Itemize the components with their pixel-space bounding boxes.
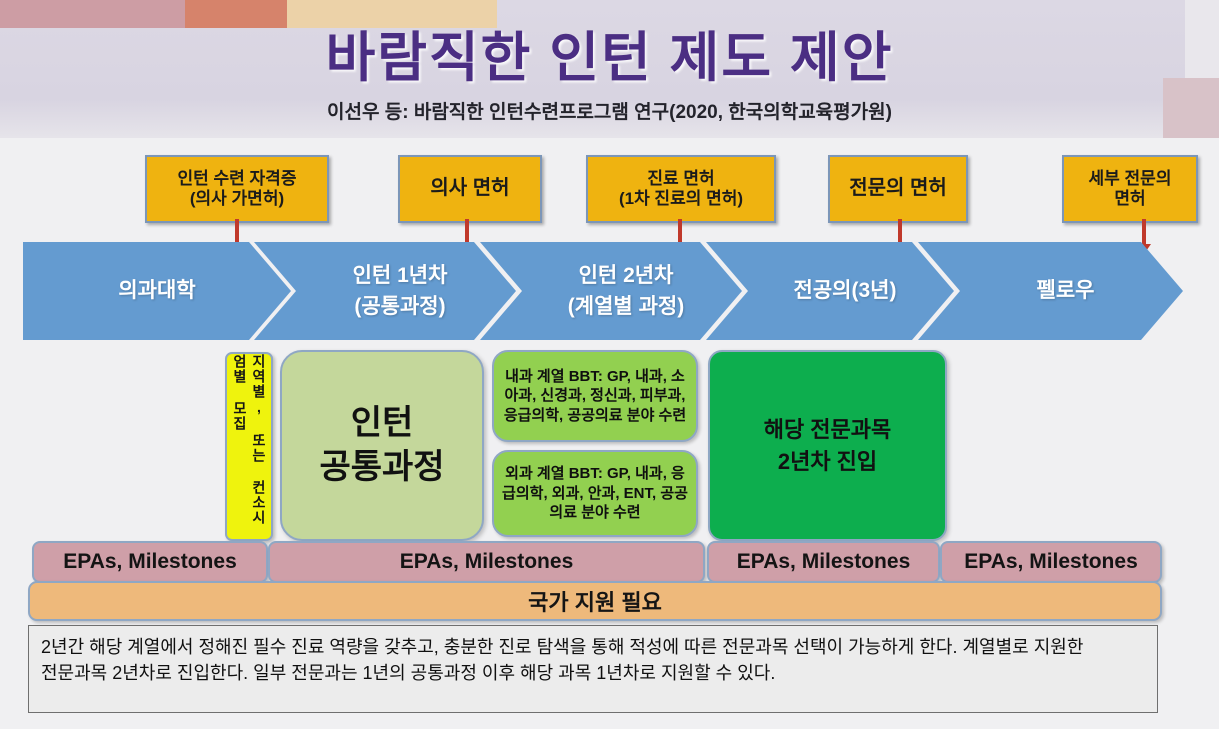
intern-common-course-label: 인턴 공통과정: [319, 402, 444, 489]
stage-chevron-2: 인턴 1년차 (공통과정): [254, 242, 516, 340]
internal-medicine-track-box: 내과 계열 BBT: GP, 내과, 소아과, 신경과, 정신과, 피부과, 응…: [492, 350, 698, 442]
decor-corner-light: [1185, 0, 1219, 78]
license-line-2: (1차 진료의 면허): [618, 189, 744, 208]
stage-label: 인턴 1년차 (공통과정): [323, 260, 448, 323]
slide-title: 바람직한 인턴 제도 제안: [325, 28, 894, 88]
down-arrow-2-icon: [460, 219, 474, 254]
license-box-2: 의사 면허: [398, 155, 542, 223]
down-arrow-5-icon: [1137, 219, 1151, 254]
stage-line-2: (계열별 과정): [567, 295, 685, 318]
license-line-1: 진료 면허: [647, 168, 715, 188]
stage-chevron-1: 의과대학: [23, 242, 291, 340]
common-course-line-1: 인턴: [350, 403, 414, 442]
license-box-3: 진료 면허(1차 진료의 면허): [586, 155, 776, 223]
license-line-1: 인턴 수련 자격증: [177, 168, 297, 188]
license-box-label: 전문의 면허: [845, 177, 951, 201]
slide-subtitle: 이선우 등: 바람직한 인턴수련프로그램 연구(2020, 한국의학교육평가원): [327, 102, 892, 123]
regional-recruitment-box: 지역별, 또는 컨소시엄별 모집: [225, 352, 273, 541]
license-box-4: 전문의 면허: [828, 155, 968, 223]
license-line-1: 의사 면허: [430, 177, 510, 200]
stage-line-2: (공통과정): [354, 295, 446, 318]
surgical-track-box: 외과 계열 BBT: GP, 내과, 응급의학, 외과, 안과, ENT, 공공…: [492, 450, 698, 537]
epa-milestones-box-1: EPAs, Milestones: [32, 541, 268, 583]
down-arrow-4-icon: [893, 219, 907, 254]
stage-line-1: 인턴 2년차: [578, 263, 674, 287]
specialty-entry-label: 해당 전문과목 2년차 진입: [764, 414, 892, 478]
diagram-canvas: 인턴 수련 자격증(의사 가면허) 의사 면허 진료 면허(1차 진료의 면허) 전문…: [0, 138, 1219, 729]
license-line-2: (의사 가면허): [189, 189, 285, 208]
decor-bar-rose: [0, 0, 185, 28]
stage-label: 인턴 2년차 (계열별 과정): [538, 260, 684, 323]
license-box-label: 진료 면허(1차 진료의 면허): [615, 169, 747, 209]
specialty-second-year-entry-box: 해당 전문과목 2년차 진입: [708, 350, 947, 541]
license-box-label: 의사 면허: [426, 177, 513, 201]
decor-bar-tan: [287, 0, 497, 28]
stage-line-1: 펠로우: [1036, 279, 1095, 303]
stage-label: 의과대학: [118, 275, 195, 307]
common-course-line-2: 공통과정: [319, 447, 445, 486]
specialty-entry-line-2: 2년차 진입: [777, 448, 878, 474]
license-box-1: 인턴 수련 자격증(의사 가면허): [145, 155, 329, 223]
stage-line-1: 의과대학: [118, 279, 196, 303]
intern-common-course-box: 인턴 공통과정: [280, 350, 484, 541]
epa-milestones-box-3: EPAs, Milestones: [707, 541, 940, 583]
license-line-1: 세부 전문의: [1088, 168, 1172, 188]
decor-bar-terracotta: [185, 0, 287, 28]
header-band: [0, 0, 1219, 200]
down-arrow-3-icon: [673, 219, 687, 254]
stage-label: 펠로우: [1007, 275, 1095, 307]
epa-milestones-box-2: EPAs, Milestones: [268, 541, 705, 583]
stage-label: 전공의(3년): [764, 275, 897, 307]
stage-chevron-3: 인턴 2년차 (계열별 과정): [480, 242, 742, 340]
license-line-1: 전문의 면허: [849, 177, 947, 200]
stage-chevron-4: 전공의(3년): [706, 242, 954, 340]
stage-line-1: 전공의(3년): [793, 279, 897, 303]
license-line-2: 면허: [1114, 189, 1146, 208]
national-support-bar: 국가 지원 필요: [28, 581, 1162, 621]
down-arrow-1-icon: [230, 219, 244, 254]
footnote-text: 2년간 해당 계열에서 정해진 필수 진료 역량을 갖추고, 충분한 진로 탐색…: [28, 625, 1158, 713]
stage-line-1: 인턴 1년차: [352, 263, 448, 287]
stage-chevron-5: 펠로우: [918, 242, 1183, 340]
specialty-entry-line-1: 해당 전문과목: [763, 416, 892, 442]
epa-milestones-box-4: EPAs, Milestones: [940, 541, 1162, 583]
license-box-label: 인턴 수련 자격증(의사 가면허): [174, 169, 301, 209]
